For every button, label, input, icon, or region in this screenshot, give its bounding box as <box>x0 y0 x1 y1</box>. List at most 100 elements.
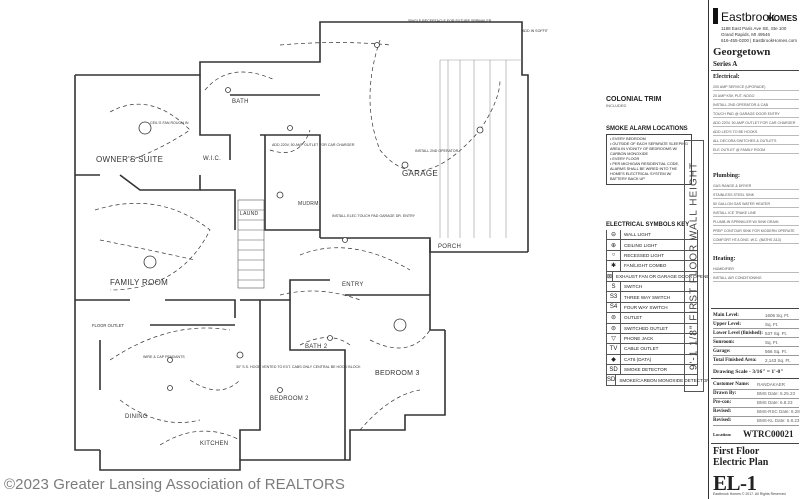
room-laundry: LAUND <box>240 211 259 217</box>
room-dining: DINING <box>125 414 148 420</box>
stat-row: Total Finished Area:2,143 Sq. Ft. <box>713 357 799 365</box>
meta-row: Drawn By: BMS Date: 5.25.23 <box>713 389 799 399</box>
meta-label: Revised: <box>713 418 732 423</box>
stat-value: 537 Sq. Ft. <box>765 331 788 336</box>
drawing-scale: Drawing Scale - 3/16" = 1'-0" <box>713 369 784 375</box>
stat-row: Upper Level:Sq. Ft. <box>713 321 799 329</box>
legend-row: ⊜OUTLET <box>606 313 698 324</box>
eastbrook-logo: Eastbrook HOMES <box>713 8 798 24</box>
meta-label: Revised: <box>713 409 732 414</box>
meta-value: BMS-RSC Date: 6.28.23 <box>757 409 800 414</box>
legend-label: CABLE OUTLET <box>624 346 659 352</box>
stat-value: Sq. Ft. <box>765 340 779 345</box>
trim-subtitle: INCLUDED <box>606 103 627 108</box>
spec-item: INSTALL 2ND OPERATOR & CAB <box>713 102 799 109</box>
location-label: Location: <box>713 432 732 437</box>
meta-label: Drawn By: <box>713 391 737 396</box>
meta-label: Pre-con: <box>713 400 732 405</box>
stat-row: Garage:566 Sq. Ft. <box>713 348 799 356</box>
wall-light-icon: ⊖ <box>607 230 621 240</box>
note-hood: 30" S.S. HOOD VENTED TO EXT. CABS ONLY C… <box>236 365 361 369</box>
room-family: FAMILY ROOM <box>110 278 168 287</box>
meta-value: BMS-KL Date: 6.8.23 <box>757 418 800 423</box>
electrical-heading: Electrical: <box>713 74 740 80</box>
meta-row: Customer Name:RANDAKAER <box>713 380 799 390</box>
note-sprinkler: SINGLE RECEPTACLE FOR FUTURE SPRINKLER <box>408 19 492 23</box>
spec-item: ELE OUTLET @ FAMILY ROOM <box>713 147 799 154</box>
exterior-wall <box>75 21 529 252</box>
stat-label: Upper Level: <box>713 322 742 327</box>
four-way-switch-icon: S4 <box>607 302 621 313</box>
stat-value: 1606 Sq. Ft. <box>765 313 790 318</box>
smoke-item: • PER MICHIGAN RESIDENTIAL CODE, ALARMS … <box>610 162 680 181</box>
smoke-item: • EVERY FLOOR <box>610 157 640 161</box>
room-mudroom: MUDRM <box>298 201 319 207</box>
legend-row: ✱FAN/LIGHT COMBO <box>606 261 698 272</box>
legend-heading: ELECTRICAL SYMBOLS KEY <box>606 222 690 228</box>
legend-label: CAT6 (DATA) <box>624 356 652 362</box>
smoke-item: • EVERY BEDROOM <box>610 137 646 141</box>
note-car-charger: ADD 220V, 50 AMP OUTLET FOR CAR CHARGER <box>272 143 355 147</box>
fan-light-icon: ✱ <box>607 261 621 271</box>
divider <box>711 378 799 379</box>
legend-label: PHONE JACK <box>624 336 654 342</box>
exterior-wall-left <box>74 75 100 451</box>
sheet-title: First Floor Electric Plan <box>713 446 768 468</box>
legend-label: SWITCHED OUTLET <box>624 325 668 331</box>
spec-item: ALL DECORA SWITCHES & OUTLETS <box>713 138 799 145</box>
smoke-item: • OUTSIDE OF EACH SEPARATE SLEEPING AREA… <box>610 142 688 156</box>
room-kitchen: KITCHEN <box>200 441 228 447</box>
room-entry: ENTRY <box>342 282 364 288</box>
spec-item: PLUMB-IN SPRINKLER W/ SINK DRAIN <box>713 219 799 226</box>
room-bath: BATH <box>232 99 249 105</box>
spec-item: INSTALL AIR CONDITIONING <box>713 275 799 282</box>
address-block: 1188 East Paris Ave SE, Ste 100 Grand Ra… <box>721 26 799 44</box>
smoke-detector-icon: SD <box>607 365 621 375</box>
stat-value: 566 Sq. Ft. <box>765 349 788 354</box>
sheet-title-line-1: First Floor <box>713 446 760 457</box>
legend-label: RECESSED LIGHT <box>624 252 665 258</box>
co-detector-icon: SD <box>607 375 617 385</box>
meta-value: BMS Date: 5.25.23 <box>757 391 796 396</box>
location-code: WTRC00021 <box>743 429 794 439</box>
model-series: Series A <box>713 60 738 68</box>
meta-row: Revised: BMS-RSC Date: 6.28.23 <box>713 407 800 417</box>
stat-label: Lower Level (finished): <box>713 331 763 336</box>
wall-height-label: 9'-1 1/8" FIRST FLOOR WALL HEIGHT <box>684 140 704 392</box>
logo-brand-accent: HOMES <box>768 14 798 23</box>
divider <box>711 308 799 309</box>
room-bath-2: BATH 2 <box>305 344 328 350</box>
address-line: 616-455-0200 | EastbrookHomes.com <box>721 38 797 43</box>
trim-note: COLONIAL TRIM INCLUDED <box>606 96 661 108</box>
floor-plan-drawing: OWNER'S SUITE W.I.C. BATH GARAGE FAMILY … <box>74 19 549 471</box>
recessed-light-icon: ○ <box>607 250 621 261</box>
note-2nd-operator: INSTALL 2ND OPERATOR <box>415 149 459 153</box>
meta-value: RANDAKAER <box>757 382 786 387</box>
spec-item: COMFORT HT./LONG. W.C. (BATHS 2&3) <box>713 237 799 244</box>
room-wic: W.I.C. <box>203 156 221 162</box>
sheet-title-line-2: Electric Plan <box>713 457 769 468</box>
note-floor-outlet: FLOOR OUTLET <box>92 323 125 328</box>
smoke-alarm-list: • EVERY BEDROOM • OUTSIDE OF EACH SEPARA… <box>606 134 692 185</box>
switched-outlet-icon: ⊜ <box>607 323 621 333</box>
cable-outlet-icon: TV <box>607 344 621 354</box>
spec-item: PREP CONTOUR SINK FOR MODERN OPERATE <box>713 228 799 235</box>
room-bedroom-3: BEDROOM 3 <box>375 370 420 377</box>
wall-height-text: 9'-1 1/8" FIRST FLOOR WALL HEIGHT <box>688 161 700 371</box>
legend-label: EXHAUST FAN OR GARAGE DOOR OPENER MOTOR <box>616 273 731 279</box>
legend-row: ○RECESSED LIGHT <box>606 250 698 262</box>
stat-row: Sunroom:Sq. Ft. <box>713 339 799 347</box>
spec-item: TOUCH PAD @ GARAGE DOOR ENTRY <box>713 111 799 118</box>
spec-item: 200 AMP SERVICE (UPGRADE) <box>713 84 799 91</box>
exhaust-fan-icon: ⊠ <box>607 271 614 281</box>
electrical-symbols-key: ELECTRICAL SYMBOLS KEY ⊖WALL LIGHT ⊕CEIL… <box>606 222 731 386</box>
legend-row: ◆CAT6 (DATA) <box>606 354 698 366</box>
meta-value: BMS Date: 6.8.23 <box>757 400 793 405</box>
garage-bottom <box>320 237 528 253</box>
note-pendants: WIRE & CAP PENDANTS <box>143 355 185 359</box>
